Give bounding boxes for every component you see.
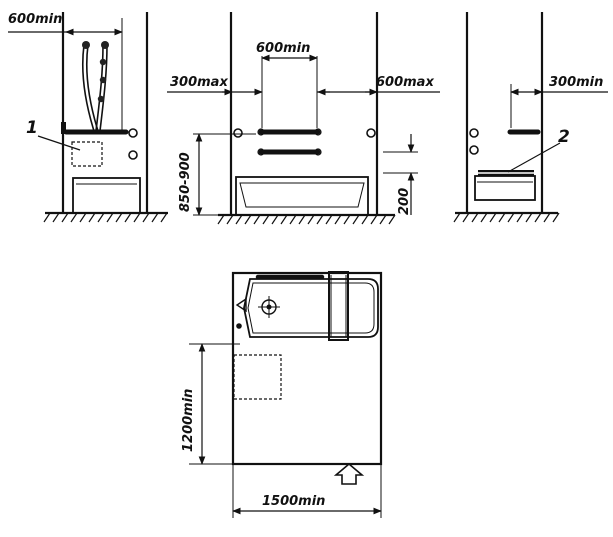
seat-outline — [71, 141, 103, 167]
right-offset-label: 300min — [549, 75, 603, 90]
rail-spacing-label: 200 — [397, 188, 412, 215]
shower-head-icon — [82, 41, 90, 49]
floor-hatching — [43, 212, 168, 223]
callout-2-label: 2 — [558, 127, 570, 147]
plan-seat-outline — [233, 354, 282, 400]
middle-right-offset-label: 600max — [376, 75, 434, 90]
plan-depth-label: 1200min — [181, 389, 196, 452]
right-elevation-view: 300min 2 — [453, 12, 608, 223]
plan-width-label: 1500min — [262, 494, 325, 509]
callout-1-label: 1 — [26, 118, 38, 138]
left-elevation-view: 600min 1 — [8, 12, 168, 223]
shower-head-icon — [101, 41, 109, 49]
middle-width-label: 600min — [256, 41, 310, 56]
plan-view: 1200min 1500min — [181, 271, 383, 518]
left-width-label: 600min — [8, 12, 62, 27]
rail-height-label: 850-900 — [178, 152, 193, 212]
middle-elevation-view: 600min 300max 600max 850-900 200 — [167, 12, 440, 225]
floor-hatching — [217, 214, 396, 225]
floor-hatching — [453, 212, 560, 223]
middle-left-offset-label: 300max — [170, 75, 228, 90]
